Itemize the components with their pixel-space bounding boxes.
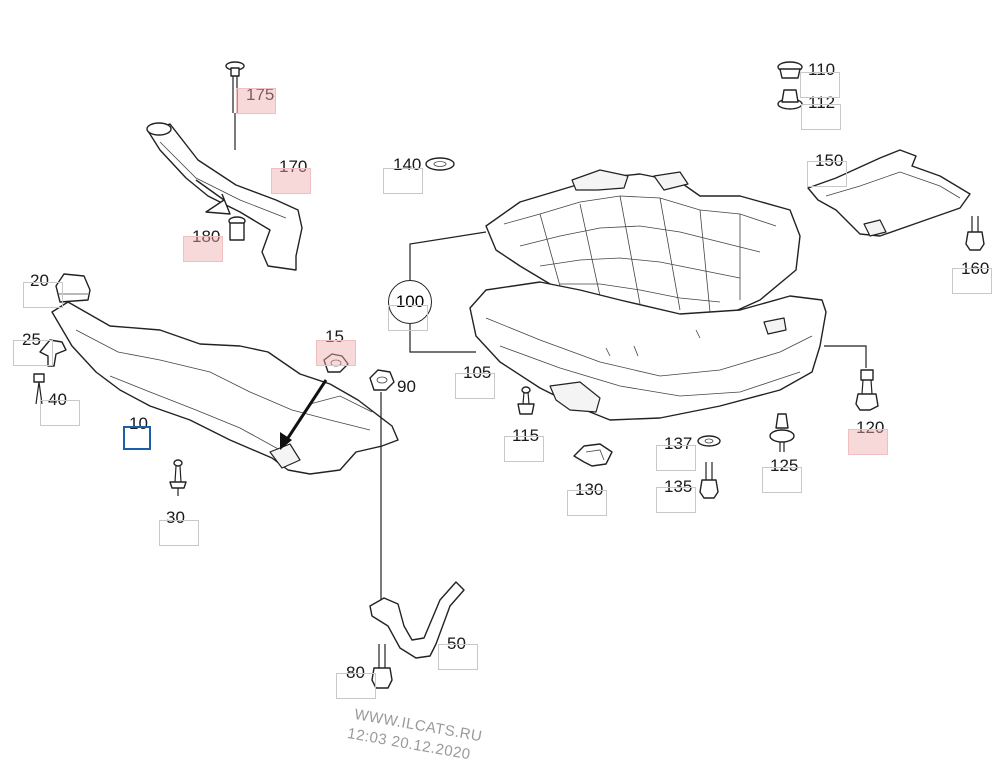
hotspot-130[interactable] <box>567 490 607 516</box>
hotspot-120[interactable] <box>848 429 888 455</box>
nut-15[interactable] <box>323 353 349 373</box>
hotspot-137[interactable] <box>656 445 696 471</box>
washer-137[interactable] <box>697 435 721 447</box>
nut-112[interactable] <box>777 89 803 110</box>
callout-40: 40 <box>48 390 67 409</box>
callout-25: 25 <box>22 330 41 349</box>
nut-90[interactable] <box>369 369 395 600</box>
hotspot-80[interactable] <box>336 673 376 699</box>
hotspot-112[interactable] <box>801 104 841 130</box>
callout-110: 110 <box>808 60 836 79</box>
bracket-50[interactable] <box>369 581 465 659</box>
callout-100: 100 <box>388 280 432 324</box>
hotspot-115[interactable] <box>504 436 544 462</box>
hotspot-140[interactable] <box>383 168 423 194</box>
nut-180[interactable] <box>228 216 246 241</box>
hotspot-170[interactable] <box>271 168 311 194</box>
hotspot-40[interactable] <box>40 400 80 426</box>
hotspot-150[interactable] <box>807 161 847 187</box>
callout-20: 20 <box>30 271 49 290</box>
underbody-panel-10[interactable] <box>51 301 399 475</box>
hotspot-110[interactable] <box>800 72 840 98</box>
hotspot-160[interactable] <box>952 268 992 294</box>
clip-25[interactable] <box>39 339 67 367</box>
separator-plate-105[interactable] <box>469 281 827 421</box>
hotspot-105[interactable] <box>455 373 495 399</box>
hotspot-50[interactable] <box>438 644 478 670</box>
bolt-120[interactable] <box>855 369 879 411</box>
bolt-175[interactable] <box>225 61 245 150</box>
hotspot-100[interactable] <box>388 305 428 331</box>
pin-30[interactable] <box>169 459 187 496</box>
callout-90: 90 <box>397 377 416 396</box>
air-duct-170[interactable] <box>146 122 303 271</box>
hotspot-175[interactable] <box>236 88 276 114</box>
hotspot-25[interactable] <box>13 340 53 366</box>
callout-175: 175 <box>246 85 275 104</box>
hotspot-30[interactable] <box>159 520 199 546</box>
callout-10: 10 <box>129 414 148 433</box>
hotspot-20[interactable] <box>23 282 63 308</box>
callout-100-leaders <box>409 231 867 368</box>
hotspot-125[interactable] <box>762 467 802 493</box>
washer-140[interactable] <box>425 157 455 171</box>
callout-170: 170 <box>279 157 308 176</box>
clip-130[interactable] <box>573 443 613 467</box>
callout-112: 112 <box>808 93 836 112</box>
mount-20[interactable] <box>55 273 91 303</box>
callout-30: 30 <box>166 508 185 527</box>
bolt-125[interactable] <box>769 413 795 452</box>
callout-105: 105 <box>463 363 492 382</box>
bolt-135[interactable] <box>699 462 719 499</box>
bolt-80[interactable] <box>371 644 393 689</box>
hotspot-15[interactable] <box>316 340 356 366</box>
callout-150: 150 <box>815 151 844 170</box>
callout-50: 50 <box>447 634 466 653</box>
bolt-160[interactable] <box>965 216 985 251</box>
direction-arrow <box>280 379 328 450</box>
callout-140: 140 <box>393 155 422 174</box>
callout-115: 115 <box>512 426 540 445</box>
pin-115[interactable] <box>517 386 535 415</box>
callout-135: 135 <box>664 477 693 496</box>
hotspot-10-selected[interactable] <box>123 426 151 450</box>
callout-137: 137 <box>664 434 693 453</box>
clip-110[interactable] <box>777 61 803 79</box>
callout-120: 120 <box>856 418 885 437</box>
callout-130: 130 <box>575 480 604 499</box>
cover-150[interactable] <box>807 149 971 237</box>
hotspot-180[interactable] <box>183 236 223 262</box>
callout-15: 15 <box>325 327 344 346</box>
callout-125: 125 <box>770 456 799 475</box>
hotspot-135[interactable] <box>656 487 696 513</box>
callout-80: 80 <box>346 663 365 682</box>
